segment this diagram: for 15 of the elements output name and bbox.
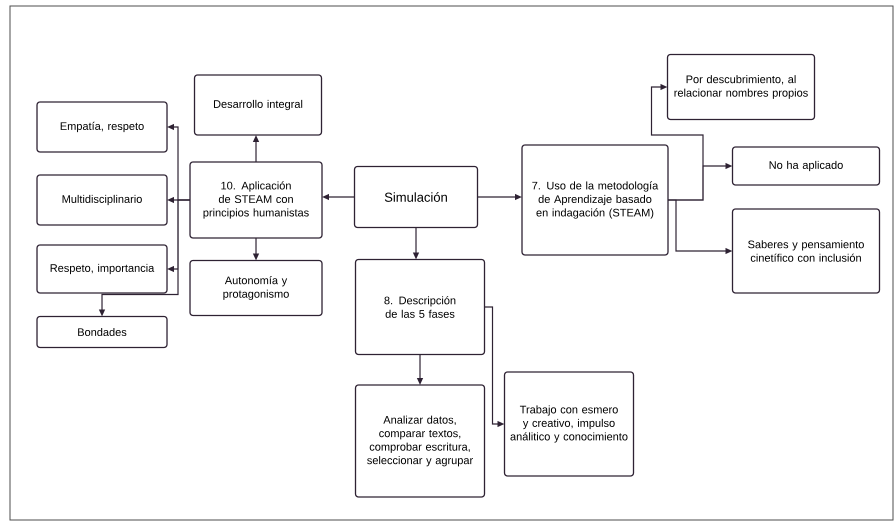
process-box: Desarrollo integral bbox=[194, 74, 322, 136]
process-box: Saberes y pensamiento cinetífico con inclusión bbox=[732, 208, 880, 294]
process-box: No ha aplicado bbox=[732, 146, 880, 186]
process-box: Autonomía y protagonismo bbox=[189, 260, 323, 316]
process-box: Respeto, importancia bbox=[36, 244, 168, 294]
process-box: 8. Descripción de las 5 fases bbox=[354, 258, 486, 356]
process-box: 7. Uso de la metodología de Aprendizaje basado en indagación (STEAM) bbox=[521, 144, 669, 256]
process-box: Bondades bbox=[36, 316, 168, 348]
process-box: Multidisciplinario bbox=[36, 174, 168, 226]
process-box: 10. Aplicación de STEAM con principios humanistas bbox=[189, 161, 323, 239]
process-box: Simulación bbox=[354, 166, 478, 228]
process-box: Empatía, respeto bbox=[36, 101, 168, 153]
process-box: Por descubrimiento, al relacionar nombres propios bbox=[666, 54, 816, 120]
process-box: Analizar datos, comparar textos, comprobar escritura, seleccionar y agrupar bbox=[354, 384, 486, 498]
process-box: Trabajo con esmero y creativo, impulso análitico y conocimiento bbox=[504, 371, 634, 477]
